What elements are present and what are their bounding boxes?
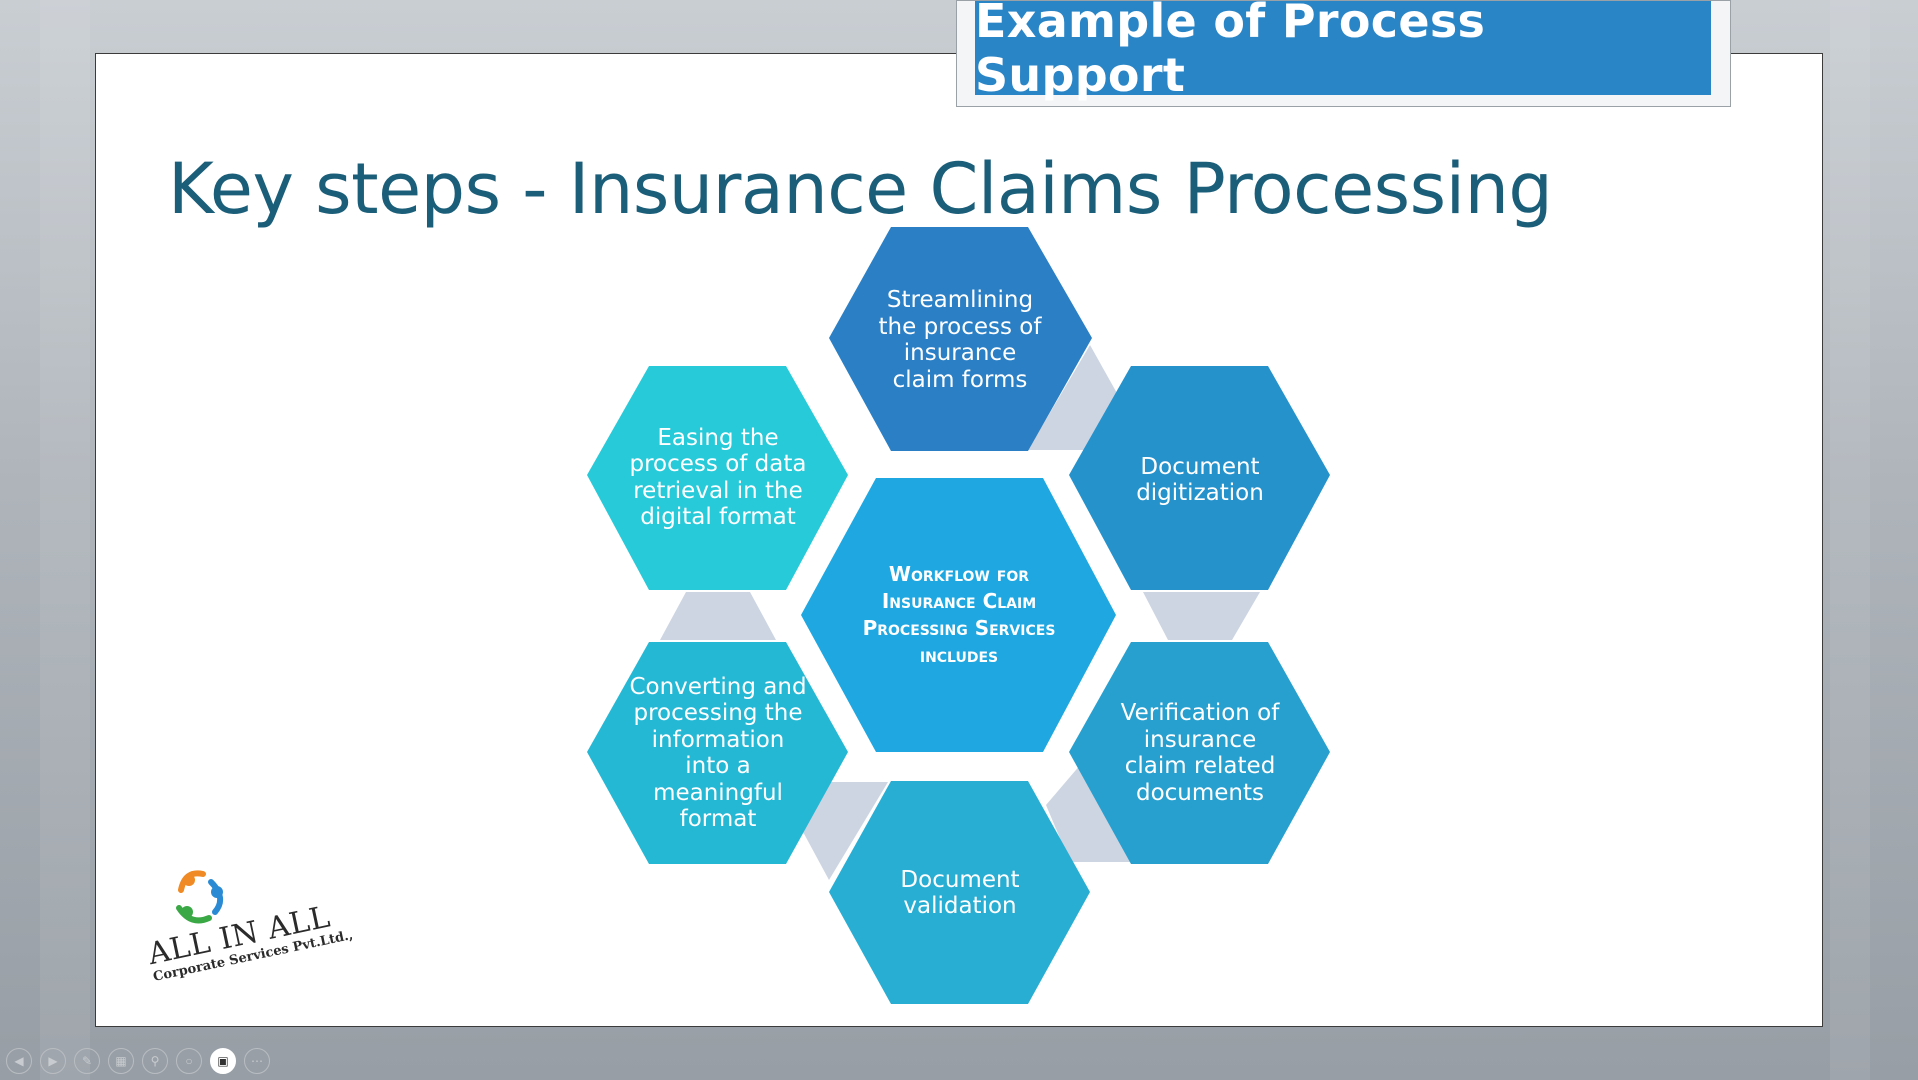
hexagon-step-2 xyxy=(1069,366,1330,590)
connector-bottom-right xyxy=(1046,757,1135,862)
connector-left xyxy=(660,592,776,640)
hexagon-step-4 xyxy=(829,781,1090,1004)
connector-right xyxy=(1143,592,1260,640)
logo-orange-arc xyxy=(178,870,206,893)
logo-blue-arc xyxy=(208,879,224,915)
logo-green-arc xyxy=(176,905,212,924)
presentation-toolbar: ◀ ▶ ✎ ▦ ⚲ ○ ▣ ⋯ xyxy=(6,1048,270,1074)
step-3-label: Verification of insurance claim related … xyxy=(1120,700,1280,806)
step-4-label: Document validation xyxy=(900,866,1020,920)
step-6-label: Easing the process of data retrieval in … xyxy=(629,424,807,531)
next-icon[interactable]: ▶ xyxy=(40,1048,66,1074)
company-logo xyxy=(176,870,224,924)
hexagon-step-6 xyxy=(587,366,848,590)
background-stripe xyxy=(40,0,90,1080)
step-2-label: Document digitization xyxy=(1136,453,1264,507)
camera-icon[interactable]: ▣ xyxy=(210,1048,236,1074)
hexagon-step-1 xyxy=(829,227,1092,451)
zoom-icon[interactable]: ⚲ xyxy=(142,1048,168,1074)
connector-top-right xyxy=(1028,345,1118,450)
header-banner-frame: Example of Process Support xyxy=(956,0,1731,107)
subtitles-icon[interactable]: ○ xyxy=(176,1048,202,1074)
connector-bottom-left xyxy=(802,782,888,880)
header-banner: Example of Process Support xyxy=(975,0,1711,102)
page-title: Key steps - Insurance Claims Processing xyxy=(168,148,1553,230)
hexagon-step-5 xyxy=(587,642,848,864)
background-stripe xyxy=(1830,0,1870,1080)
slides-icon[interactable]: ▦ xyxy=(108,1048,134,1074)
pen-icon[interactable]: ✎ xyxy=(74,1048,100,1074)
center-label: Workflow for Insurance Claim Processing … xyxy=(862,562,1056,667)
step-5-label: Converting and processing the informatio… xyxy=(629,673,807,833)
previous-icon[interactable]: ◀ xyxy=(6,1048,32,1074)
hexagon-center xyxy=(801,478,1116,752)
hexagon-step-3 xyxy=(1069,642,1330,864)
step-1-label: Streamlining the process of insurance cl… xyxy=(878,287,1042,393)
more-icon[interactable]: ⋯ xyxy=(244,1048,270,1074)
